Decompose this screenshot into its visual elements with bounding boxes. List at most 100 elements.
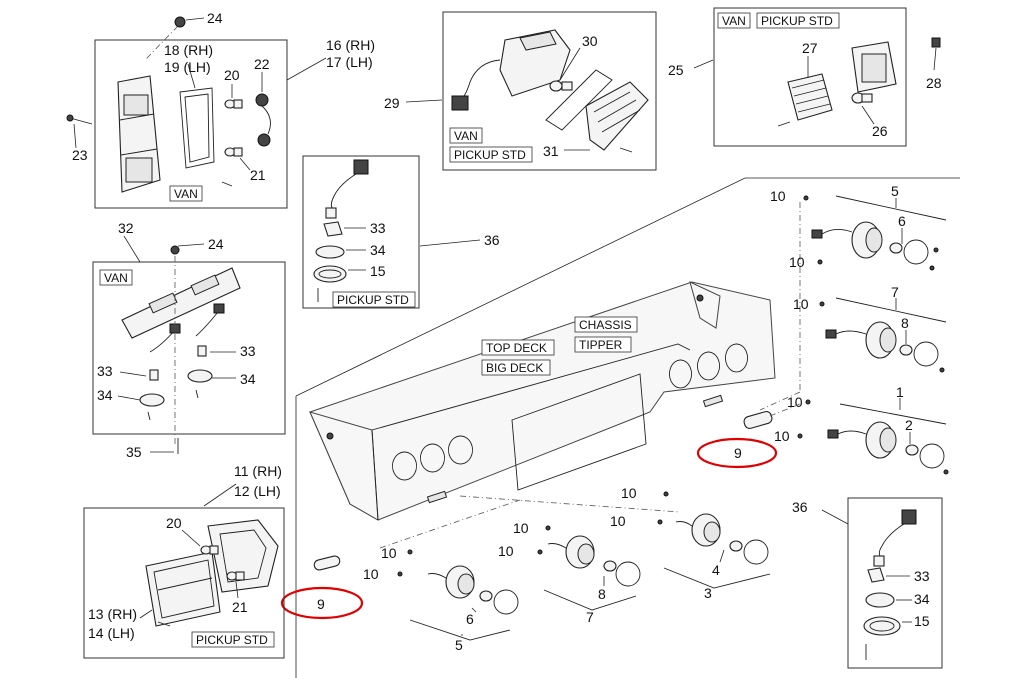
box-license-lamp-van	[92, 261, 286, 435]
label-21-top: 21	[250, 167, 266, 183]
box-marker-lamp-25	[713, 7, 907, 147]
label-28: 28	[926, 75, 942, 91]
box-license-lamp-pickup	[302, 155, 420, 309]
clip-28	[931, 37, 941, 48]
box-side-marker	[442, 11, 657, 171]
tag-top-deck: TOP DECK	[486, 341, 547, 355]
tag-pickup-std-3: PICKUP STD	[337, 293, 409, 307]
group-rear-lamp-pickup: 11 (RH) 12 (LH) 20 21 13 (RH) 14 (LH) PI…	[83, 463, 285, 659]
label-15-right: 15	[914, 613, 930, 629]
bulb-33-right	[867, 567, 885, 583]
tag-van-3: VAN	[722, 14, 746, 28]
label-34-pickup: 34	[370, 242, 386, 258]
marker-connector	[451, 95, 469, 111]
lens-15-pickup	[313, 265, 347, 283]
label-23: 23	[72, 147, 88, 163]
label-6-right: 6	[898, 213, 906, 229]
label-10-i: 10	[498, 543, 514, 559]
label-8-right: 8	[901, 315, 909, 331]
group-rear-lamp-van: 24 18 (RH) 19 (LH) 20 22 16 (RH) 17 (LH)…	[66, 10, 375, 209]
label-3: 3	[704, 585, 712, 601]
label-30: 30	[582, 33, 598, 49]
label-19-lh: 19 (LH)	[164, 59, 211, 75]
label-2: 2	[905, 417, 913, 433]
pickup-lamp-lens	[145, 551, 221, 627]
group-marker-lamp-25: VAN PICKUP STD 27 25 28 26	[668, 7, 942, 147]
label-5-bottom: 5	[455, 637, 463, 653]
marker-lens-27	[787, 73, 833, 121]
label-10-b: 10	[789, 254, 805, 270]
group-license-lamp-pickup: 33 34 15 36 PICKUP STD	[302, 155, 500, 309]
label-36-center: 36	[484, 232, 500, 248]
label-18-rh: 18 (RH)	[164, 42, 213, 58]
tag-chassis: CHASSIS	[579, 318, 632, 332]
label-33-right: 33	[914, 568, 930, 584]
reflector-9-left	[313, 555, 341, 571]
label-10-e: 10	[774, 428, 790, 444]
label-26: 26	[872, 123, 888, 139]
label-1: 1	[896, 384, 904, 400]
gasket-34-pickup	[315, 245, 345, 259]
label-33-van-left: 33	[97, 363, 113, 379]
group-right-rear-lamps: 5 6 7 8 1 2 10 10 10 10 10	[759, 183, 949, 475]
highlight-9-right	[696, 437, 778, 469]
tag-pickup-std-4: PICKUP STD	[196, 633, 268, 647]
label-13-rh: 13 (RH)	[88, 606, 137, 622]
label-10-k: 10	[610, 513, 626, 529]
label-27: 27	[802, 40, 818, 56]
tag-van-1: VAN	[174, 187, 198, 201]
label-24-mid: 24	[208, 236, 224, 252]
bulb-33-pickup	[323, 221, 343, 237]
label-35: 35	[126, 444, 142, 460]
marker-lens	[585, 81, 649, 151]
label-9-left: 9	[317, 596, 325, 612]
label-4: 4	[712, 562, 720, 578]
label-10-h: 10	[513, 520, 529, 536]
label-33-pickup: 33	[370, 220, 386, 236]
label-16-rh: 16 (RH)	[326, 37, 375, 53]
box-rear-lamp-pickup	[83, 507, 285, 659]
tag-tipper: TIPPER	[579, 338, 623, 352]
lens-15-right	[863, 616, 901, 636]
label-21-bottom: 21	[232, 599, 248, 615]
tag-pickup-std-2: PICKUP STD	[761, 14, 833, 28]
group-license-lamp-right: 36 33 34 15	[792, 497, 943, 669]
label-17-lh: 17 (LH)	[326, 54, 373, 70]
group-license-lamp-van: VAN 32 24 33 33 34 34 35	[92, 220, 286, 460]
reflector-9-right	[743, 411, 773, 429]
label-34-van-right: 34	[240, 371, 256, 387]
tag-pickup-std-1: PICKUP STD	[454, 148, 526, 162]
license-lamp-bar	[121, 267, 241, 339]
marker-gasket	[545, 69, 613, 131]
group-rear-body: TOP DECK BIG DECK CHASSIS TIPPER	[295, 177, 960, 678]
label-12-lh: 12 (LH)	[234, 483, 281, 499]
label-24-top: 24	[207, 10, 223, 26]
label-11-rh: 11 (RH)	[234, 463, 282, 479]
label-10-j: 10	[621, 485, 637, 501]
lamp-gasket	[179, 87, 215, 169]
label-7-right: 7	[891, 284, 899, 300]
box-rear-lamp-van	[94, 39, 288, 209]
gasket-34-right	[865, 592, 895, 608]
label-25: 25	[668, 62, 684, 78]
label-10-c: 10	[793, 296, 809, 312]
group-side-marker: 30 29 31 VAN PICKUP STD	[384, 11, 657, 171]
label-31: 31	[543, 143, 559, 159]
highlight-9-left	[280, 586, 364, 620]
tag-van-4: VAN	[104, 271, 128, 285]
label-10-g: 10	[363, 566, 379, 582]
label-7-bottom: 7	[586, 609, 594, 625]
label-32: 32	[118, 220, 134, 236]
label-29: 29	[384, 95, 400, 111]
label-10-a: 10	[770, 188, 786, 204]
label-10-d: 10	[787, 394, 803, 410]
label-10-f: 10	[381, 545, 397, 561]
group-bottom-rear-lamps: 6 5 8 7 4 3 10 10 10 10 10 10	[363, 485, 771, 653]
label-5-right: 5	[891, 183, 899, 199]
pickup-lamp-housing	[207, 519, 279, 593]
label-9-right: 9	[734, 445, 742, 461]
tag-van-2: VAN	[454, 129, 478, 143]
label-34-right: 34	[914, 591, 930, 607]
